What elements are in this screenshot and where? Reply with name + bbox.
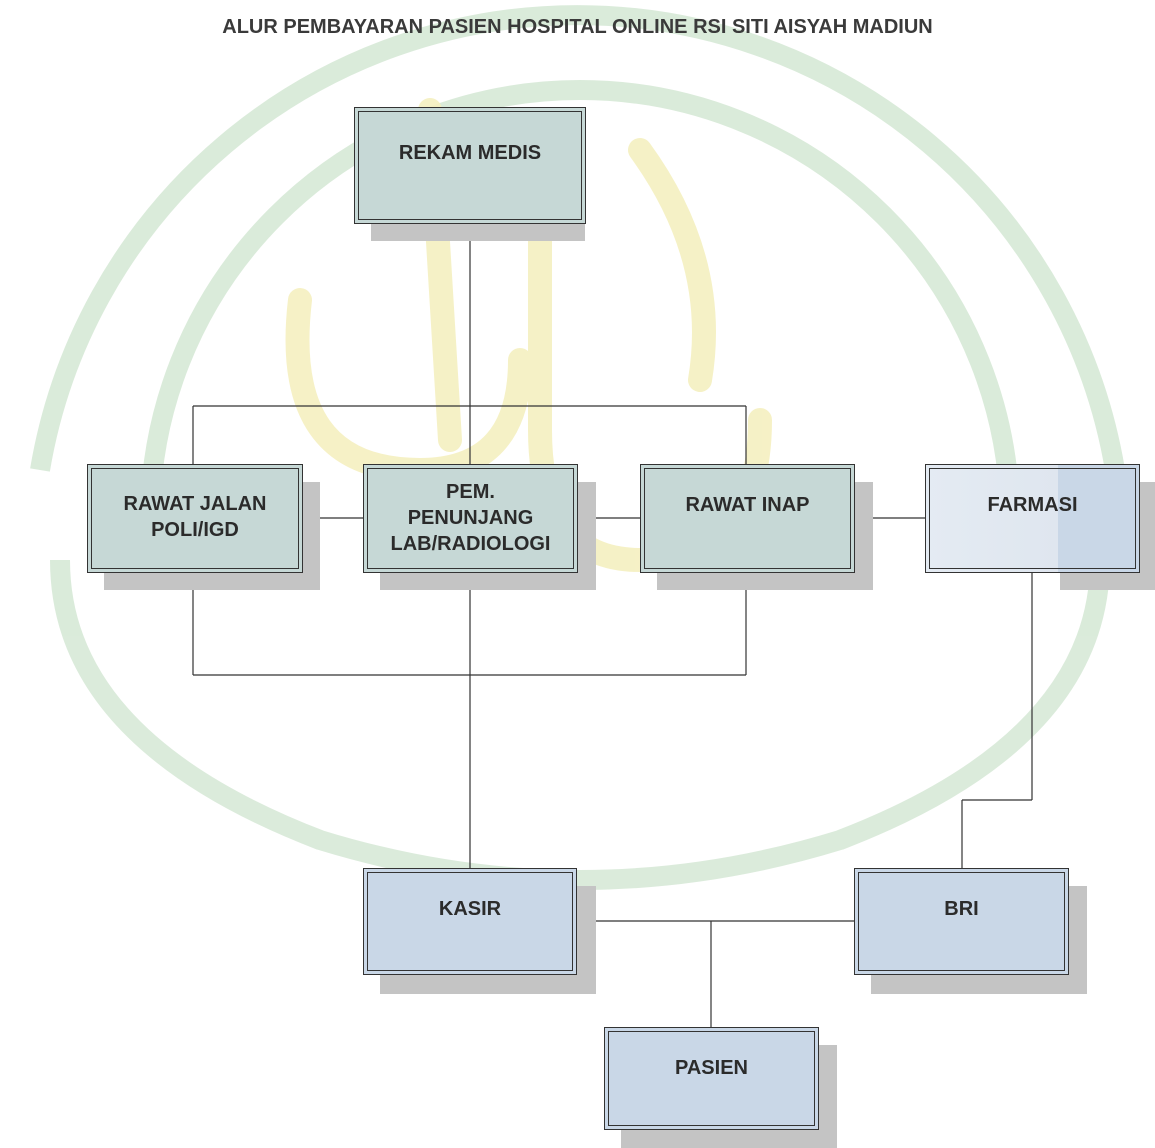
node-bri: BRI: [854, 868, 1069, 975]
kasir-label: KASIR: [438, 898, 502, 920]
node-pasien: PASIEN: [604, 1027, 819, 1130]
diagram-title: ALUR PEMBAYARAN PASIEN HOSPITAL ONLINE R…: [222, 16, 933, 38]
node-kasir: KASIR: [363, 868, 577, 975]
node-farmasi: FARMASI: [925, 464, 1140, 573]
penunjang-label: PEM. PENUNJANG LAB/RADIOLOGI: [390, 481, 551, 555]
node-rawat-inap: RAWAT INAP: [640, 464, 855, 573]
rawat-inap-label: RAWAT INAP: [685, 494, 810, 516]
bri-label: BRI: [944, 898, 979, 920]
pasien-label: PASIEN: [675, 1057, 748, 1079]
node-rekam-medis: REKAM MEDIS: [354, 107, 586, 224]
node-penunjang: PEM. PENUNJANG LAB/RADIOLOGI: [363, 464, 578, 573]
node-rawat-jalan: RAWAT JALAN POLI/IGD: [87, 464, 303, 573]
farmasi-label: FARMASI: [987, 494, 1078, 516]
rawat-jalan-label: RAWAT JALAN POLI/IGD: [123, 493, 267, 541]
rekam-medis-label: REKAM MEDIS: [398, 142, 542, 164]
